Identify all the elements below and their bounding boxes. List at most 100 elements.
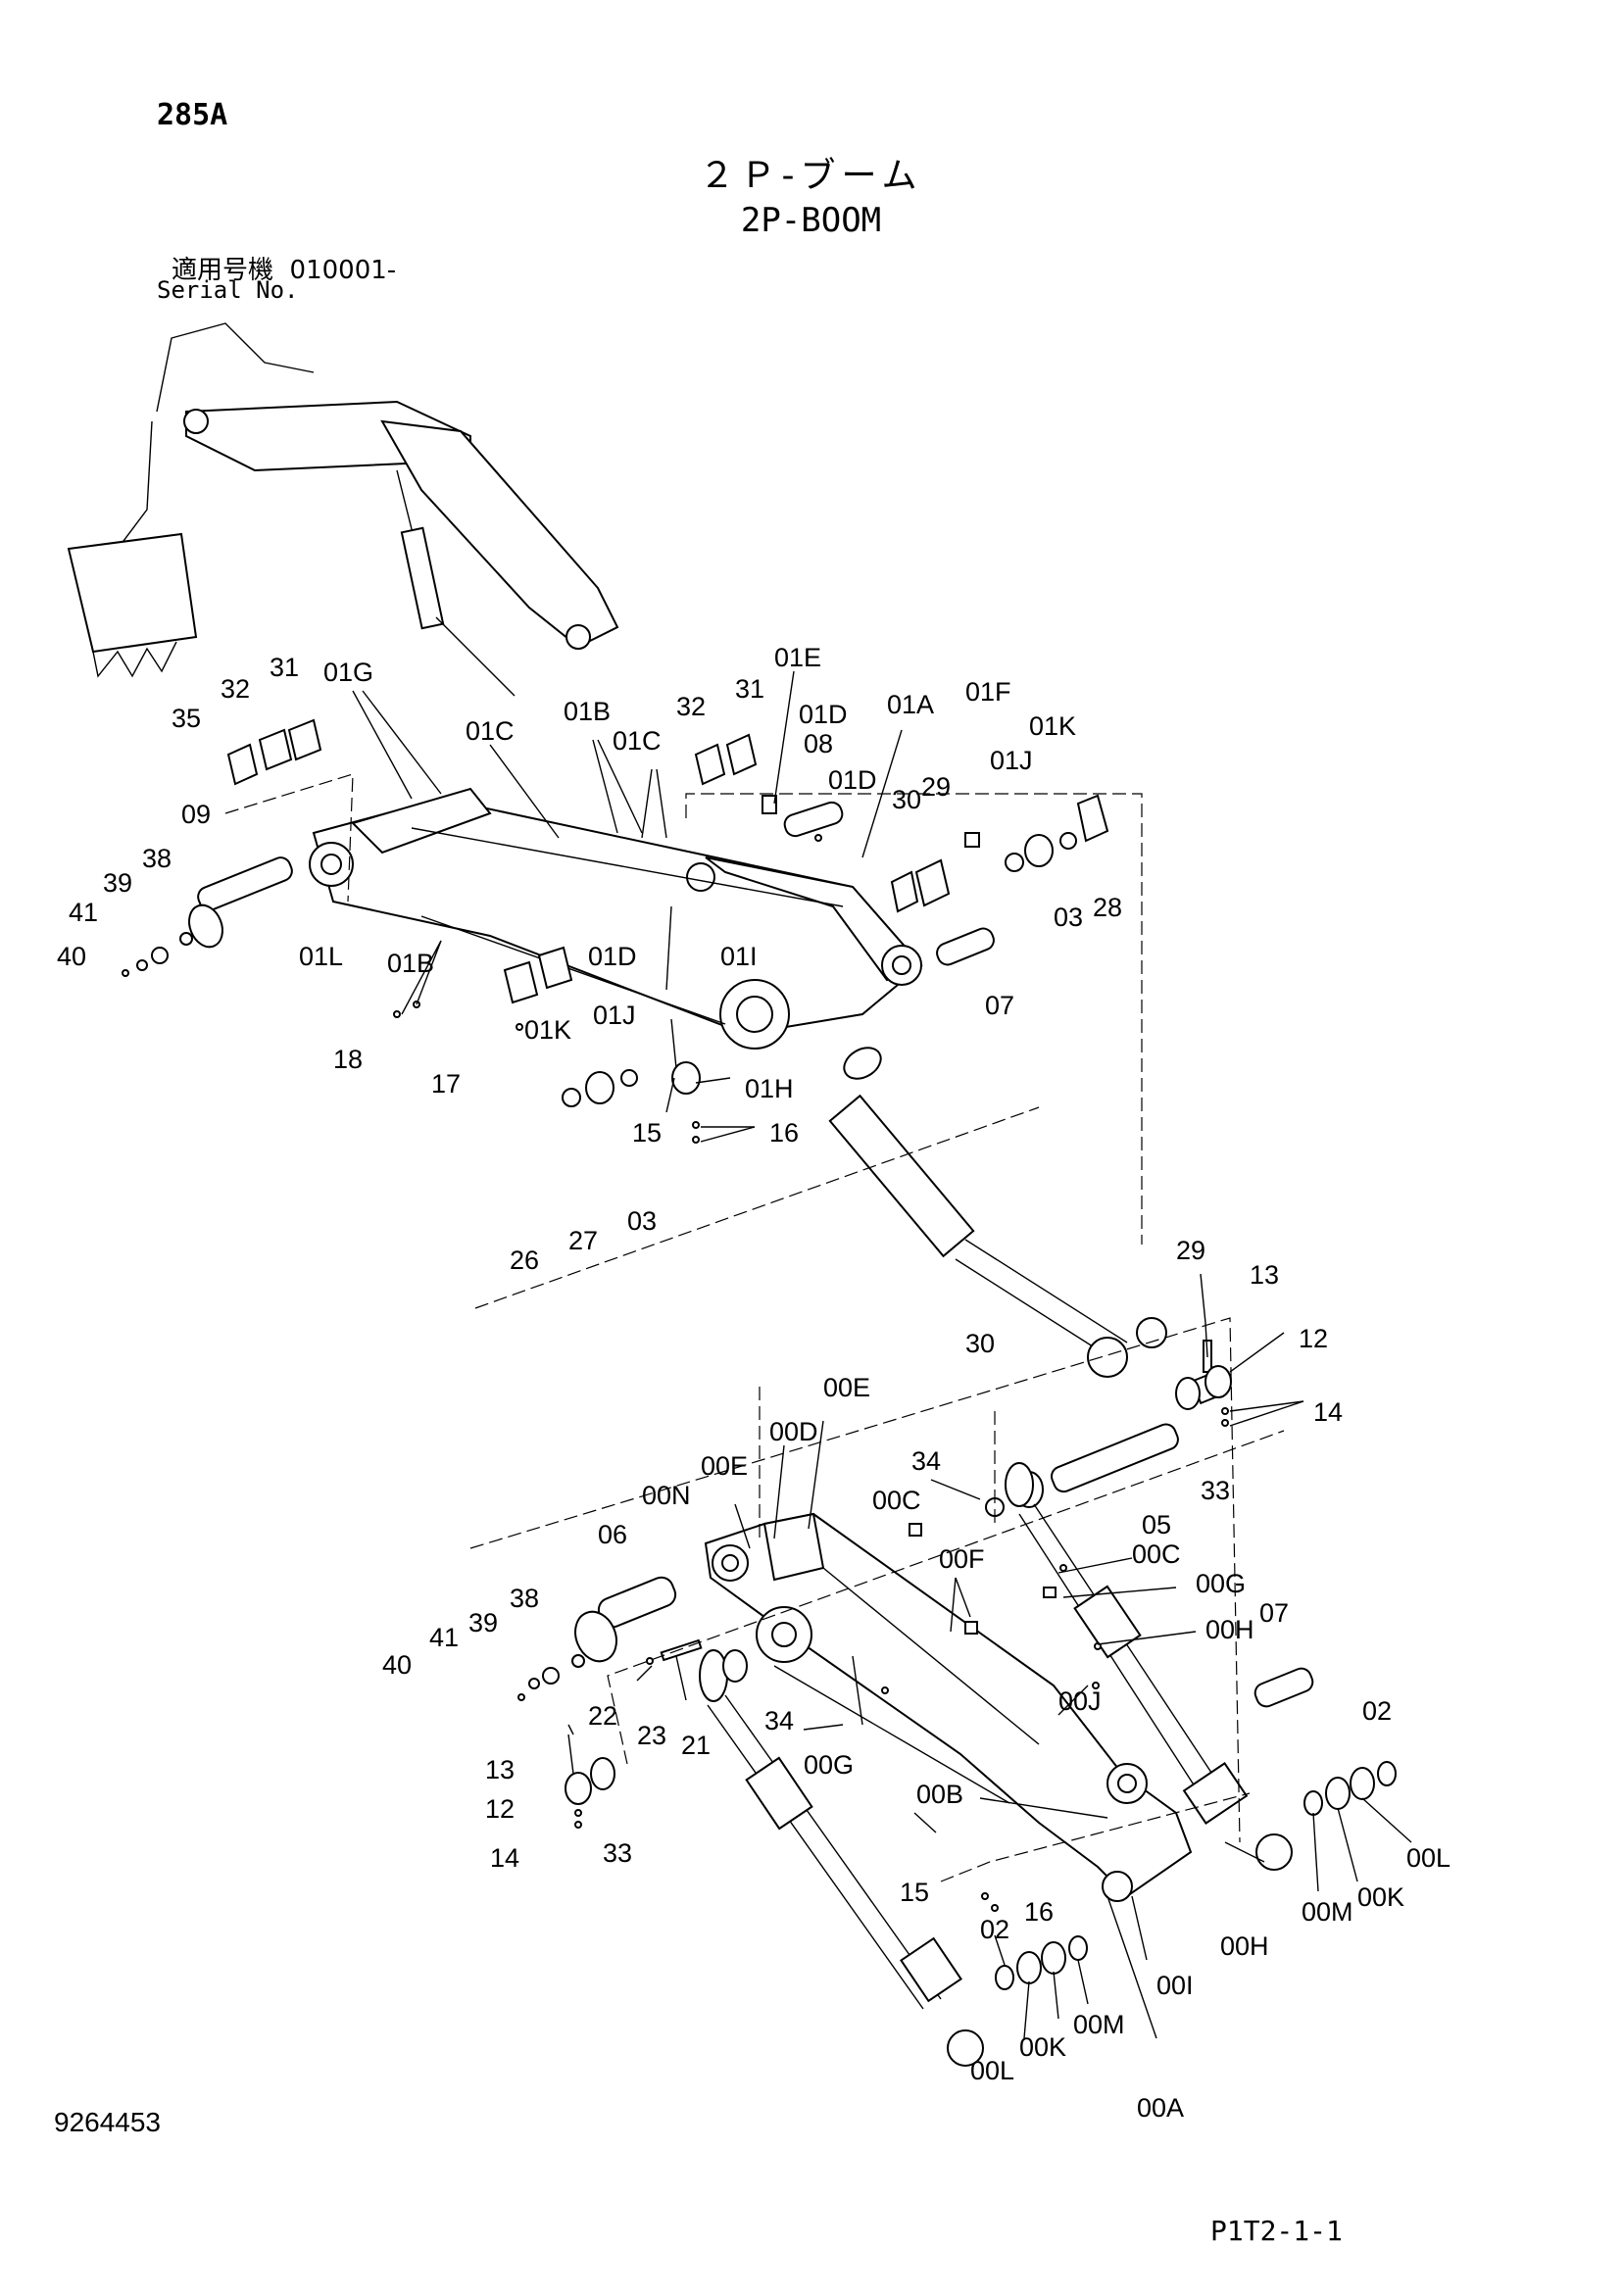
callout-07-lower: 07	[1259, 1598, 1289, 1628]
callout-00H-right: 00H	[1205, 1615, 1254, 1644]
callout-01B-top: 01B	[564, 697, 611, 726]
callout-01D-bottom: 01D	[588, 942, 637, 971]
pin-06-assembly	[517, 1576, 703, 1701]
upper-boom-section	[309, 787, 923, 1050]
callout-29-lower: 29	[1176, 1236, 1205, 1265]
title-japanese: ２Ｐ-ブーム	[699, 156, 923, 196]
callout-01B-bottom: 01B	[387, 949, 434, 978]
callout-15-lower: 15	[900, 1878, 929, 1907]
callout-07-upper: 07	[985, 991, 1014, 1020]
pin-09-assembly	[122, 856, 293, 977]
title-english: 2P-BOOM	[740, 201, 882, 240]
callout-labels: 01G 31 32 35 01E 32 31 01C 01B 01C 01D 0…	[57, 643, 1450, 2123]
callout-31-upper-left: 31	[270, 653, 299, 682]
callout-01E: 01E	[774, 643, 821, 672]
callout-30-upper: 30	[892, 785, 921, 814]
callout-01C-right: 01C	[613, 726, 662, 756]
callout-00F: 00F	[939, 1544, 985, 1574]
callout-35: 35	[172, 704, 201, 733]
callout-31-upper-mid: 31	[735, 674, 764, 704]
callout-01F: 01F	[965, 677, 1011, 707]
callout-01K-lower: 01K	[524, 1015, 571, 1045]
callout-34-upper: 34	[911, 1446, 941, 1476]
callout-00K-right: 00K	[1357, 1882, 1404, 1912]
callout-22: 22	[588, 1701, 617, 1731]
callout-05: 05	[1142, 1510, 1171, 1539]
callout-00C-top: 00C	[872, 1486, 921, 1515]
callout-00B: 00B	[916, 1780, 963, 1809]
callout-00M-lower: 00M	[1073, 2010, 1125, 2039]
callout-32-upper-left: 32	[221, 674, 250, 704]
leader-lines	[352, 670, 1412, 2039]
shims-upper-left	[226, 718, 758, 786]
callout-01C-left: 01C	[466, 716, 515, 746]
callout-01G: 01G	[323, 658, 373, 687]
callout-01D-mid: 01D	[828, 765, 877, 795]
callout-13-upper-right: 13	[1250, 1260, 1279, 1290]
page-reference: P1T2-1-1	[1210, 2215, 1343, 2247]
callout-38-upper: 38	[142, 844, 172, 873]
callout-32-upper-mid: 32	[676, 692, 706, 721]
callout-01K-upper: 01K	[1029, 711, 1076, 741]
callout-01H: 01H	[745, 1074, 794, 1103]
callout-27: 27	[568, 1226, 598, 1255]
callout-00G-right: 00G	[1196, 1569, 1246, 1598]
callout-08: 08	[804, 729, 833, 758]
callout-39-lower: 39	[468, 1608, 498, 1637]
callout-00E-left: 00E	[701, 1451, 748, 1481]
callout-33-upper: 33	[1201, 1476, 1230, 1505]
callout-00C-mid: 00C	[1132, 1539, 1181, 1569]
callout-01L: 01L	[299, 942, 343, 971]
callout-39-upper: 39	[103, 868, 132, 898]
lower-boom-section	[704, 1512, 1193, 1902]
callout-00M-right: 00M	[1302, 1897, 1353, 1927]
assembly-guide-lines	[224, 773, 1285, 1882]
callout-00A: 00A	[1137, 2093, 1184, 2123]
callout-26: 26	[510, 1246, 539, 1275]
callout-01J-lower: 01J	[593, 1001, 636, 1030]
callout-28: 28	[1093, 893, 1122, 922]
callout-41-lower: 41	[429, 1623, 459, 1652]
callout-00K-lower: 00K	[1019, 2032, 1066, 2062]
callout-29-upper: 29	[921, 772, 951, 802]
callout-21: 21	[681, 1731, 711, 1760]
callout-00J: 00J	[1058, 1686, 1102, 1716]
callout-14-upper-right: 14	[1313, 1397, 1343, 1427]
callout-01I: 01I	[720, 942, 758, 971]
callout-38-lower: 38	[510, 1584, 539, 1613]
callout-03-upper: 03	[1054, 903, 1083, 932]
callout-02-lower: 02	[980, 1915, 1009, 1944]
boom-cylinder-lower-left	[699, 1649, 984, 2067]
callout-12-upper-right: 12	[1299, 1324, 1328, 1353]
callout-40-lower: 40	[382, 1650, 412, 1680]
callout-00L-right: 00L	[1406, 1843, 1450, 1873]
callout-00E-top: 00E	[823, 1373, 870, 1402]
callout-41-upper: 41	[69, 898, 98, 927]
overview-excavator-illustration	[67, 322, 619, 697]
callout-14-lower-left: 14	[490, 1843, 519, 1873]
callout-12-lower-left: 12	[485, 1794, 515, 1824]
callout-16-upper: 16	[769, 1118, 799, 1148]
callout-15-upper: 15	[632, 1118, 662, 1148]
callout-34-lower: 34	[764, 1706, 794, 1735]
callout-33-lower: 33	[603, 1838, 632, 1868]
callout-09: 09	[181, 800, 211, 829]
callout-01J-upper: 01J	[990, 746, 1033, 775]
upper-lower-hardware	[393, 946, 701, 1144]
page-code: 285A	[157, 98, 228, 132]
serial-value: 010001-	[289, 256, 397, 285]
boom-cylinder-upper	[828, 1047, 1167, 1378]
callout-00H-bottom: 00H	[1220, 1931, 1269, 1961]
upper-right-hardware	[762, 794, 1109, 966]
boom-cylinder-lower-right	[1005, 1462, 1293, 1871]
callout-17: 17	[431, 1069, 461, 1099]
callout-01A: 01A	[887, 690, 934, 719]
callout-13-lower-left: 13	[485, 1755, 515, 1784]
callout-00L-lower: 00L	[970, 2056, 1014, 2085]
callout-06: 06	[598, 1520, 627, 1549]
callout-00D: 00D	[769, 1417, 818, 1446]
callout-40-upper: 40	[57, 942, 86, 971]
callout-23: 23	[637, 1721, 666, 1750]
serial-label-jp-text: 適用号機	[172, 256, 274, 285]
